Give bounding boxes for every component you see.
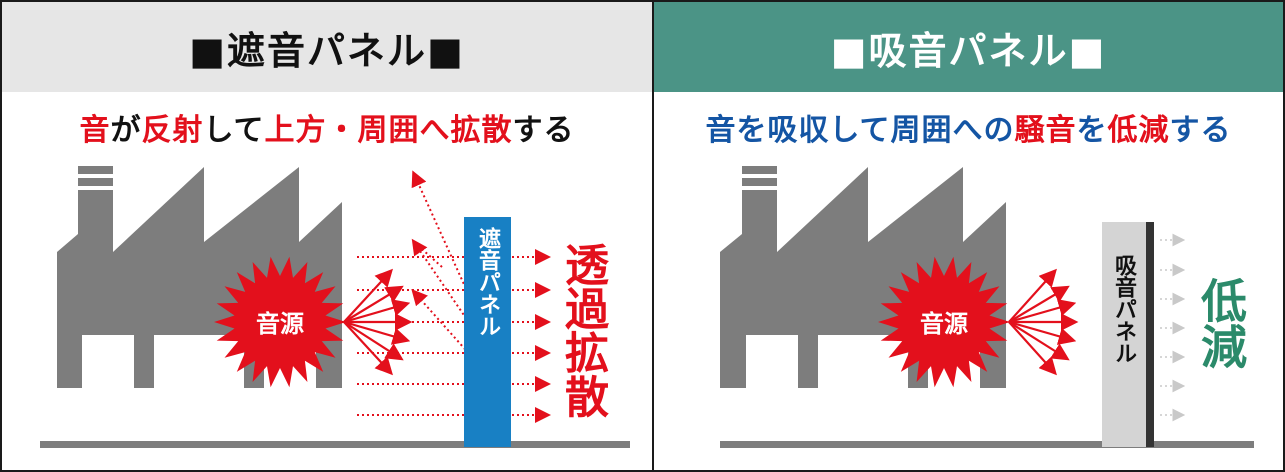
emission-arrow bbox=[1008, 320, 1077, 345]
left-subtitle-part: して bbox=[203, 113, 265, 148]
left-scene: 音源 bbox=[40, 166, 630, 448]
left-subtitle-part: が bbox=[110, 113, 142, 148]
left-panel-label: 遮音パネル bbox=[475, 227, 500, 337]
left-result-label: 透過拡散 bbox=[557, 242, 608, 418]
emission-arrow bbox=[343, 268, 393, 323]
left-source-label: 音源 bbox=[256, 310, 304, 338]
factory-window bbox=[746, 335, 798, 388]
emission-arrow bbox=[343, 321, 404, 361]
emission-arrow bbox=[1008, 299, 1077, 324]
factory-window bbox=[154, 335, 244, 388]
attenuated-arrows bbox=[1160, 233, 1186, 422]
left-header: ■遮音パネル■ bbox=[2, 2, 652, 92]
emission-arrow bbox=[343, 320, 411, 345]
right-subtitle-part: 騒音 bbox=[1014, 113, 1077, 148]
reflection-arrow bbox=[413, 241, 443, 268]
factory-window bbox=[82, 335, 134, 388]
right-header: ■吸音パネル■ bbox=[654, 2, 1283, 92]
panel-backing bbox=[1146, 222, 1154, 447]
left-subtitle-part: 上方・周囲へ拡散 bbox=[264, 113, 513, 148]
left-subtitle-part: 音 bbox=[79, 113, 111, 148]
sound-absorbing-panel-section: ■吸音パネル■ 音を吸収して周囲への騒音を低減する bbox=[652, 0, 1285, 472]
emission-arrow bbox=[1008, 285, 1070, 323]
emission-arrow bbox=[343, 285, 404, 323]
reflection-arrow bbox=[411, 238, 473, 328]
emission-arrow bbox=[1008, 268, 1057, 323]
transmission-arrows bbox=[357, 170, 551, 423]
emission-arrows bbox=[1008, 268, 1079, 376]
right-subtitle-part: を bbox=[1076, 113, 1108, 148]
emission-arrows bbox=[343, 268, 413, 376]
chimney-stripe bbox=[78, 166, 113, 174]
sound-absorbing-panel bbox=[1102, 222, 1146, 447]
chimney-stripe bbox=[742, 166, 777, 174]
sound-insulation-panel bbox=[464, 217, 511, 447]
right-panel-label: 吸音パネル bbox=[1111, 254, 1136, 364]
left-subtitle-part: する bbox=[512, 113, 575, 148]
sound-insulation-panel-section: ■遮音パネル■ 音が反射して上方・周囲へ拡散する 音源 bbox=[0, 0, 654, 472]
right-subtitle-part: する bbox=[1169, 113, 1232, 148]
right-subtitle-part: 音を吸収して周囲への bbox=[705, 113, 1015, 148]
ground-line bbox=[720, 441, 1254, 448]
emission-arrow bbox=[343, 321, 393, 376]
right-title: ■吸音パネル■ bbox=[830, 28, 1107, 73]
left-subtitle-part: 反射 bbox=[141, 113, 204, 148]
emission-arrow bbox=[1008, 321, 1070, 361]
reflection-arrow bbox=[411, 170, 473, 303]
factory-window bbox=[818, 335, 908, 388]
chimney-stripe bbox=[78, 178, 113, 186]
sound-source-burst-icon bbox=[878, 256, 1010, 388]
right-result-label: 低減 bbox=[1194, 277, 1248, 369]
right-source-label: 音源 bbox=[920, 310, 968, 338]
left-subtitle: 音が反射して上方・周囲へ拡散する bbox=[2, 105, 652, 149]
emission-arrow bbox=[1008, 321, 1057, 376]
reflection-arrow bbox=[411, 289, 473, 358]
emission-arrow bbox=[343, 299, 411, 324]
chimney-stripe bbox=[742, 178, 777, 186]
sound-source-burst-icon bbox=[214, 256, 346, 388]
right-scene: 音源 bbox=[720, 166, 1254, 448]
ground-line bbox=[40, 441, 630, 448]
right-subtitle: 音を吸収して周囲への騒音を低減する bbox=[654, 105, 1283, 149]
right-subtitle-part: 低減 bbox=[1107, 113, 1170, 148]
left-title: ■遮音パネル■ bbox=[189, 28, 465, 73]
